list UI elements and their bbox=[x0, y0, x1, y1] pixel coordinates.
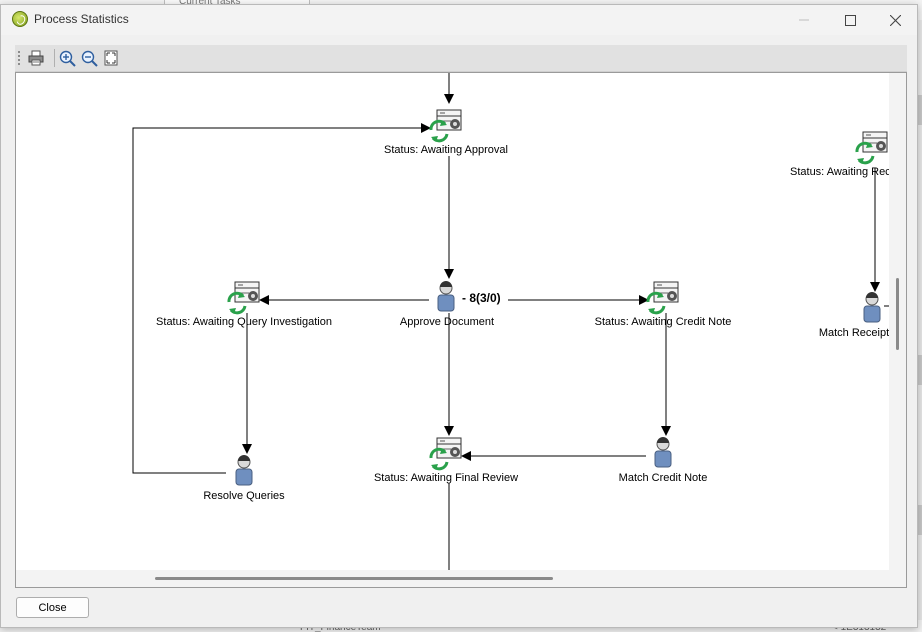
background-footer: FIT_FinanceTeam < 1E313132 bbox=[300, 624, 887, 632]
zoom-out-button[interactable] bbox=[79, 48, 99, 68]
horizontal-scroll-thumb[interactable] bbox=[155, 577, 553, 580]
zoom-in-button[interactable] bbox=[57, 48, 77, 68]
maximize-icon bbox=[844, 14, 856, 26]
status-node-awaiting-approval[interactable]: Status: Awaiting Approval bbox=[384, 108, 508, 156]
minimize-button[interactable] bbox=[781, 5, 827, 35]
close-button[interactable]: Close bbox=[16, 597, 89, 618]
node-label: Resolve Queries bbox=[203, 490, 285, 502]
task-node-match-credit-note[interactable]: Match Credit Note bbox=[619, 436, 708, 484]
toolbar bbox=[15, 45, 907, 72]
print-button[interactable] bbox=[26, 48, 46, 68]
vertical-scroll-thumb[interactable] bbox=[896, 278, 899, 350]
node-label: Match Credit Note bbox=[619, 472, 708, 484]
status-task-icon bbox=[227, 280, 261, 316]
task-node-resolve-queries[interactable]: Resolve Queries bbox=[203, 454, 285, 502]
fit-to-window-icon bbox=[104, 50, 118, 66]
connectors bbox=[132, 73, 906, 587]
window-title: Process Statistics bbox=[34, 12, 129, 26]
node-label: Status: Awaiting Credit Note bbox=[595, 316, 732, 328]
process-diagram: Status: Awaiting Approval Status: Awaiti… bbox=[132, 73, 906, 587]
zoom-out-icon bbox=[81, 50, 98, 67]
user-task-icon bbox=[863, 291, 881, 323]
close-icon bbox=[889, 14, 901, 26]
user-task-icon bbox=[235, 454, 253, 486]
process-statistics-window: Process Statistics bbox=[0, 4, 918, 628]
toolbar-grip[interactable] bbox=[18, 51, 20, 65]
horizontal-scrollbar[interactable] bbox=[16, 570, 906, 587]
status-node-awaiting-query-investigation[interactable]: Status: Awaiting Query Investigation bbox=[156, 280, 332, 328]
user-task-icon bbox=[654, 436, 672, 468]
task-node-approve-document[interactable]: - 8(3/0) Approve Document bbox=[400, 280, 501, 328]
connector-arrow bbox=[132, 123, 431, 474]
close-window-button[interactable] bbox=[872, 5, 918, 35]
status-task-icon bbox=[429, 108, 463, 144]
task-count-badge: - 8(3/0) bbox=[462, 291, 501, 305]
vertical-scrollbar[interactable] bbox=[889, 73, 906, 570]
node-label: Status: Awaiting Query Investigation bbox=[156, 316, 332, 328]
app-logo-icon bbox=[12, 11, 28, 27]
node-label: Approve Document bbox=[400, 316, 494, 328]
node-label: Status: Awaiting Approval bbox=[384, 144, 508, 156]
node-label: Status: Awaiting Final Review bbox=[374, 472, 518, 484]
zoom-in-icon bbox=[59, 50, 76, 67]
status-node-awaiting-credit-note[interactable]: Status: Awaiting Credit Note bbox=[595, 280, 732, 328]
status-task-icon bbox=[429, 436, 463, 472]
printer-icon bbox=[28, 50, 44, 66]
maximize-button[interactable] bbox=[827, 5, 873, 35]
node-label: Match Receipt bbox=[819, 327, 889, 339]
status-node-awaiting-receipt[interactable]: Status: Awaiting Rec bbox=[790, 130, 891, 178]
task-node-match-receipt[interactable]: Match Receipt bbox=[819, 291, 889, 339]
minimize-icon bbox=[799, 19, 809, 21]
status-task-icon bbox=[855, 130, 889, 166]
user-task-icon bbox=[437, 280, 455, 312]
diagram-canvas[interactable]: Status: Awaiting Approval Status: Awaiti… bbox=[15, 72, 907, 588]
fit-to-window-button[interactable] bbox=[101, 48, 121, 68]
status-task-icon bbox=[646, 280, 680, 316]
toolbar-separator bbox=[54, 49, 55, 67]
status-node-awaiting-final-review[interactable]: Status: Awaiting Final Review bbox=[374, 436, 518, 484]
title-bar[interactable]: Process Statistics bbox=[1, 5, 917, 35]
node-label: Status: Awaiting Rec bbox=[790, 166, 891, 178]
